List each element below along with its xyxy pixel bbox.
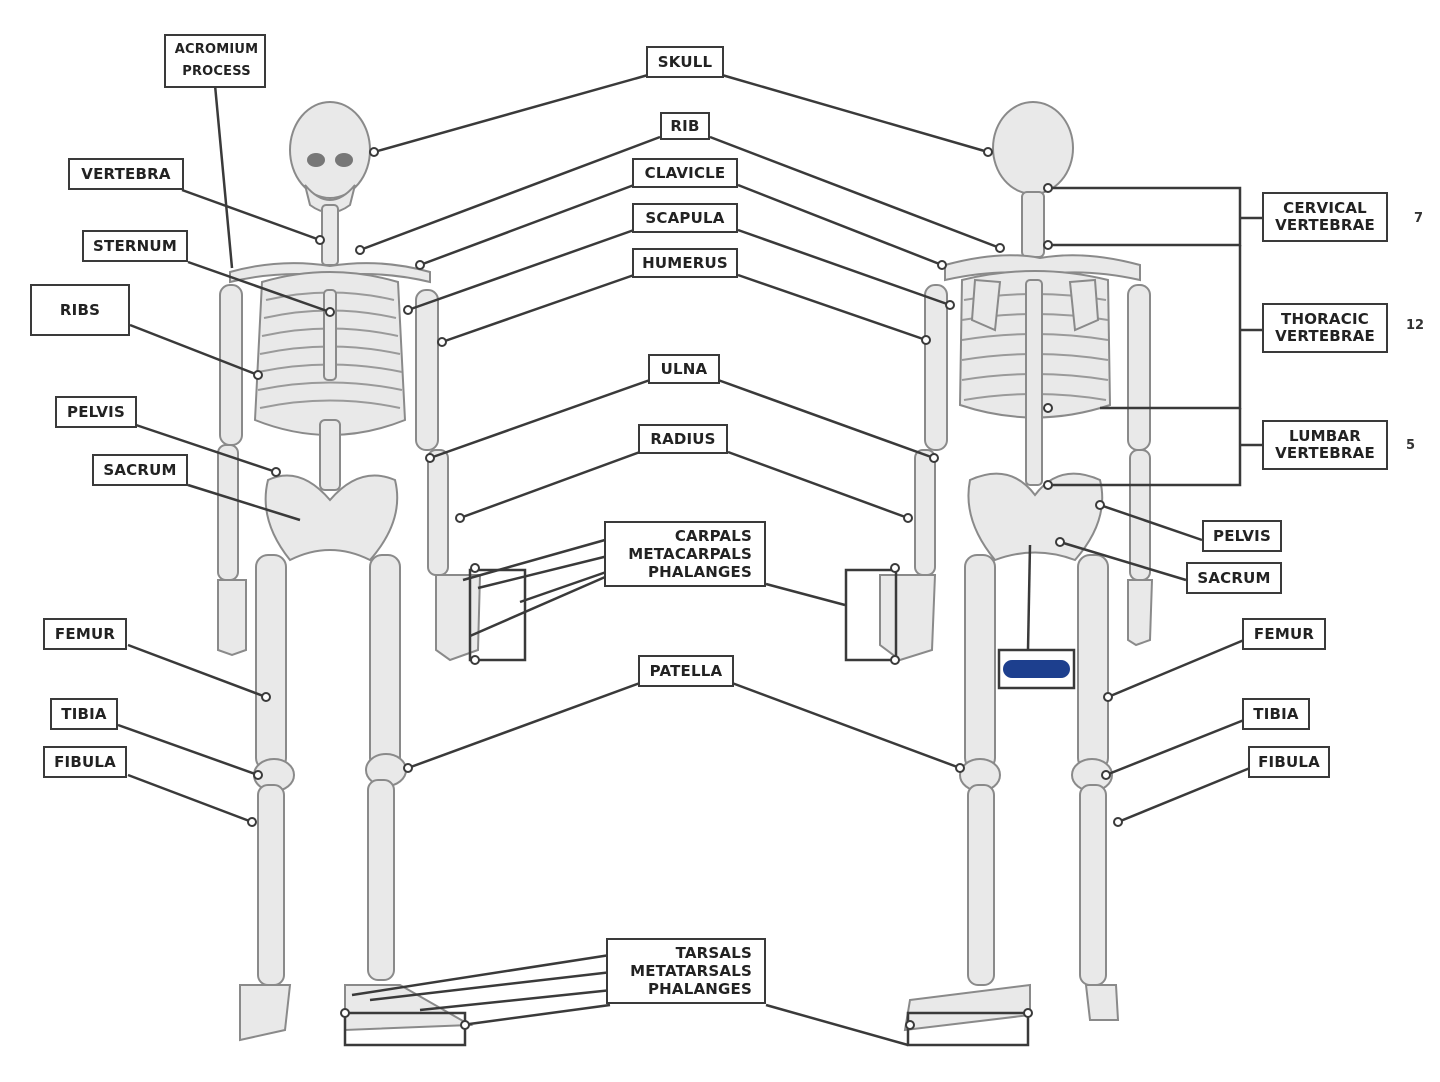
label-sacrum-back: SACRUM bbox=[1186, 562, 1282, 594]
label-rib: RIB bbox=[660, 112, 710, 140]
count-thoracic: 12 bbox=[1406, 318, 1425, 333]
label-tarsals: TARSALS bbox=[675, 944, 752, 962]
label-metatarsals: METATARSALS bbox=[630, 962, 752, 980]
label-tibia-front: TIBIA bbox=[50, 698, 118, 730]
count-lumbar: 5 bbox=[1406, 438, 1416, 453]
label-pelvis-back: PELVIS bbox=[1202, 520, 1282, 552]
label-vertebra: VERTEBRA bbox=[68, 158, 184, 190]
label-femur-front: FEMUR bbox=[43, 618, 127, 650]
label-fibula-front: FIBULA bbox=[43, 746, 127, 778]
label-pelvis-front: PELVIS bbox=[55, 396, 137, 428]
count-cervical: 7 bbox=[1414, 211, 1424, 226]
label-hand-phalanges: PHALANGES bbox=[647, 563, 752, 581]
label-ribs: RIBS bbox=[30, 284, 130, 336]
label-patella: PATELLA bbox=[638, 655, 734, 687]
label-skull: SKULL bbox=[646, 46, 724, 78]
label-carpals: CARPALS bbox=[674, 527, 752, 545]
endpoint-markers bbox=[247, 147, 1123, 1030]
label-fibula-back: FIBULA bbox=[1248, 746, 1330, 778]
label-group-hand: CARPALS METACARPALS PHALANGES bbox=[604, 521, 766, 587]
label-radius: RADIUS bbox=[638, 424, 728, 454]
label-lumbar-vertebrae: LUMBAR VERTEBRAE bbox=[1262, 420, 1388, 470]
label-foot-phalanges: PHALANGES bbox=[647, 980, 752, 998]
label-metacarpals: METACARPALS bbox=[628, 545, 752, 563]
label-humerus: HUMERUS bbox=[632, 248, 738, 278]
label-cervical-vertebrae: CERVICAL VERTEBRAE bbox=[1262, 192, 1388, 242]
label-ulna: ULNA bbox=[648, 354, 720, 384]
back-skeleton-figure bbox=[879, 101, 1154, 1032]
blue-marker bbox=[1003, 660, 1070, 678]
label-thoracic-vertebrae: THORACIC VERTEBRAE bbox=[1262, 303, 1388, 353]
label-femur-back: FEMUR bbox=[1242, 618, 1326, 650]
label-clavicle: CLAVICLE bbox=[632, 158, 738, 188]
label-acromium-process: ACROMIUM PROCESS bbox=[164, 34, 266, 88]
label-group-foot: TARSALS METATARSALS PHALANGES bbox=[606, 938, 766, 1004]
label-tibia-back: TIBIA bbox=[1242, 698, 1310, 730]
label-sacrum-front: SACRUM bbox=[92, 454, 188, 486]
front-skeleton-figure bbox=[217, 101, 482, 1042]
label-sternum: STERNUM bbox=[82, 230, 188, 262]
leader-lines bbox=[117, 73, 1262, 1047]
label-scapula: SCAPULA bbox=[632, 203, 738, 233]
